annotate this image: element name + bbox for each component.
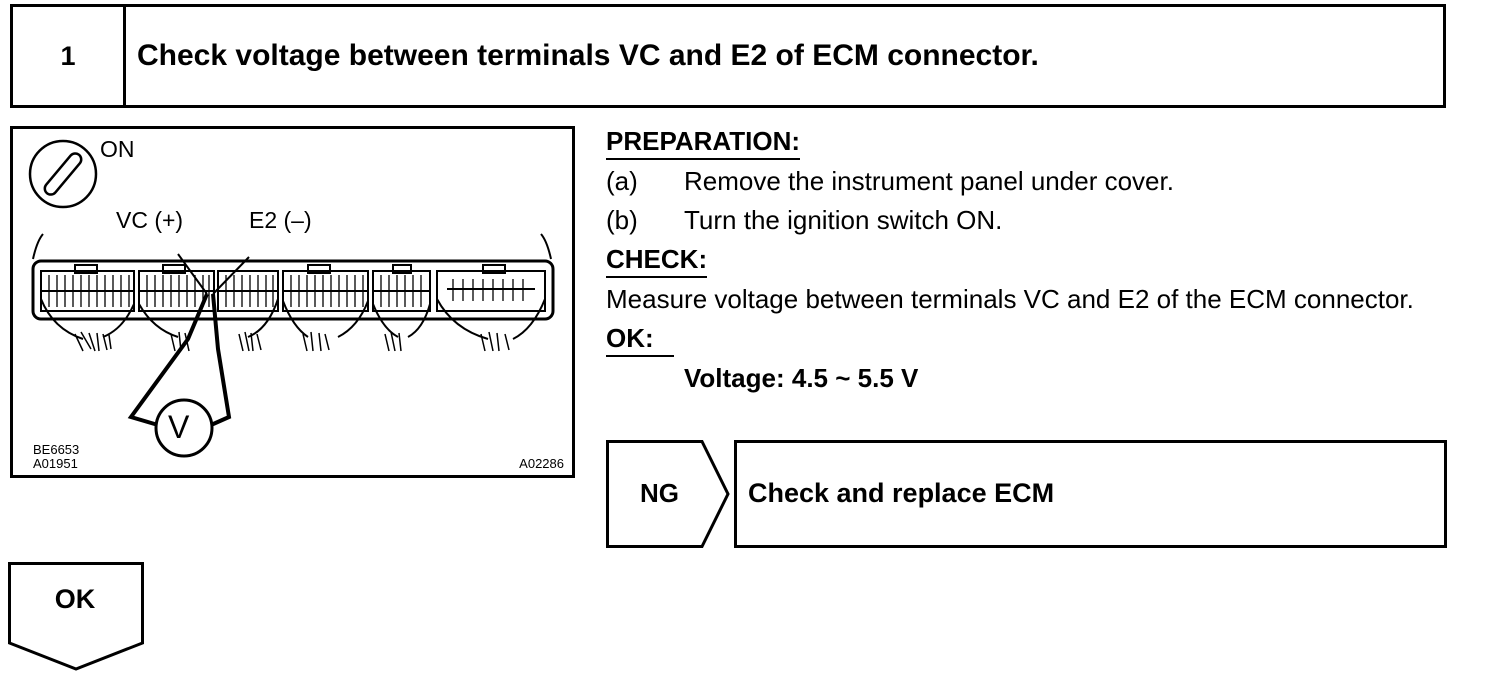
ok-label: OK — [54, 584, 96, 614]
ng-label: NG — [640, 477, 679, 508]
step-number: 1 — [13, 7, 126, 105]
voltmeter-symbol: V — [168, 409, 190, 445]
step-text: Turn the ignition switch ON. — [684, 205, 1003, 235]
vc-terminal-label: VC (+) — [116, 207, 184, 233]
ok-branch: OK — [8, 562, 148, 677]
preparation-step: (a) Remove the instrument panel under co… — [606, 162, 1446, 201]
ecm-connector-illustration — [28, 139, 555, 458]
figure-code-1: BE6653 — [33, 442, 80, 457]
ok-heading: OK: — [606, 321, 674, 357]
check-heading: CHECK: — [606, 242, 708, 278]
ignition-key-icon — [28, 139, 98, 209]
figure-code-3: A02286 — [519, 456, 564, 471]
step-text: Remove the instrument panel under cover. — [684, 166, 1174, 196]
step-header: 1 Check voltage between terminals VC and… — [10, 4, 1446, 108]
preparation-heading: PREPARATION: — [606, 124, 801, 160]
step-tag: (a) — [606, 166, 638, 196]
instructions: PREPARATION: (a) Remove the instrument p… — [606, 122, 1446, 398]
figure-code-2: A01951 — [33, 456, 78, 471]
ok-spec-value: Voltage: 4.5 ~ 5.5 V — [684, 363, 919, 393]
step-title: Check voltage between terminals VC and E… — [137, 39, 1039, 72]
check-text: Measure voltage between terminals VC and… — [606, 284, 1414, 314]
ecm-connector-figure: ON VC (+) E2 (–) V BE6653 A01951 A02286 — [10, 126, 575, 478]
ng-result: Check and replace ECM — [748, 477, 1055, 508]
preparation-step: (b) Turn the ignition switch ON. — [606, 201, 1446, 240]
step-tag: (b) — [606, 205, 638, 235]
ng-branch: NG Check and replace ECM — [606, 440, 1448, 550]
e2-terminal-label: E2 (–) — [249, 207, 312, 233]
voltmeter-icon — [127, 253, 250, 458]
ignition-on-label: ON — [100, 136, 135, 162]
